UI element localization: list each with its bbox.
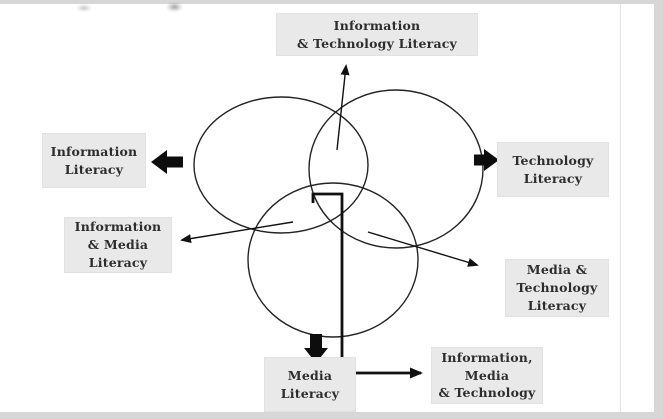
right-block-arrow-icon [474, 149, 499, 171]
window-frame-top [0, 0, 663, 4]
label-media-technology-literacy: Media & Technology Literacy [505, 259, 609, 317]
information-circle [193, 96, 369, 234]
label-text: Technology Literacy [512, 152, 594, 186]
label-text: Media & Technology Literacy [516, 262, 598, 313]
arrow-to-info-tech-label [336, 64, 350, 151]
smudge-artifact [76, 4, 92, 12]
technology-circle [308, 89, 484, 249]
down-block-arrow-icon [304, 334, 328, 363]
smudge-artifact [166, 2, 183, 12]
media-circle [247, 182, 419, 338]
label-text: Information, Media & Technology [438, 349, 536, 401]
label-text: Information & Media Literacy [74, 219, 162, 270]
window-frame-bottom [0, 412, 663, 419]
window-frame-right [654, 0, 663, 419]
elbow-connector-to-info-media-tech-label [311, 192, 423, 379]
label-information-media-literacy: Information & Media Literacy [64, 217, 172, 273]
left-block-arrow-icon [151, 150, 183, 174]
label-information-literacy: Information Literacy [42, 133, 146, 188]
label-media-literacy: Media Literacy [264, 357, 356, 412]
label-information-media-technology: Information, Media & Technology [431, 347, 543, 404]
arrow-to-media-tech-label [367, 231, 479, 267]
label-information-technology-literacy: Information & Technology Literacy [276, 13, 478, 56]
page-margin-rule [620, 4, 621, 412]
arrow-to-info-media-label [180, 221, 294, 244]
label-text: Information Literacy [50, 143, 138, 177]
label-technology-literacy: Technology Literacy [497, 142, 609, 197]
label-text: Information & Technology Literacy [296, 17, 458, 51]
label-text: Media Literacy [280, 367, 340, 401]
